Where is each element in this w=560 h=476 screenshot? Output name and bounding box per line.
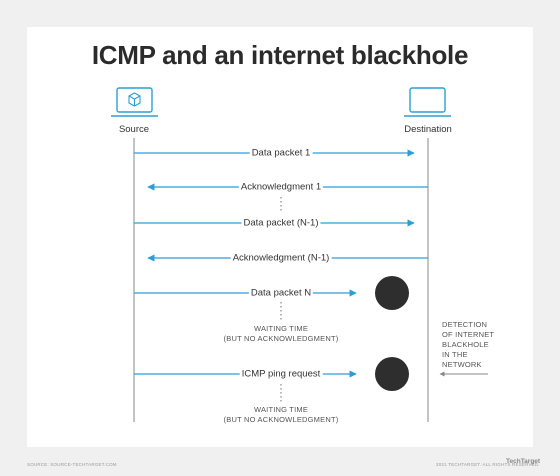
message-label-data-packet-n: Data packet N (248, 287, 314, 299)
detection-line2: OF INTERNET (442, 330, 495, 339)
waiting-time-1-line1: WAITING TIME (253, 324, 309, 333)
detection-line4: IN THE (442, 350, 468, 359)
message-label-acknowledgment-n-minus-1: Acknowledgment (N-1) (230, 252, 332, 264)
waiting-time-1-line2: (BUT NO ACKNOWLEDGMENT) (223, 334, 339, 343)
waiting-time-note-2: WAITING TIME (BUT NO ACKNOWLEDGMENT) (191, 405, 371, 425)
waiting-time-2-line1: WAITING TIME (253, 405, 309, 414)
diagram-title: ICMP and an internet blackhole (91, 40, 469, 70)
techtarget-logo: TechTarget (506, 458, 541, 465)
message-label-acknowledgment-1: Acknowledgment 1 (238, 181, 324, 193)
detection-note: DETECTION OF INTERNET BLACKHOLE IN THE N… (442, 320, 512, 370)
detection-line5: NETWORK (442, 360, 482, 369)
source-label: Source (118, 124, 150, 135)
message-label-icmp-ping-request: ICMP ping request (239, 368, 323, 380)
destination-computer-icon (404, 87, 451, 117)
source-computer-icon (111, 87, 158, 117)
destination-label: Destination (404, 124, 452, 135)
waiting-time-2-line2: (BUT NO ACKNOWLEDGMENT) (223, 415, 339, 424)
message-label-data-packet-1: Data packet 1 (249, 147, 313, 159)
detection-line1: DETECTION (442, 320, 488, 329)
footer-copyright: 2021 TECHTARGET. ALL RIGHTS RESERVED. (436, 462, 540, 467)
blackhole-circle-2 (375, 357, 409, 391)
blackhole-circle-1 (375, 276, 409, 310)
waiting-time-note-1: WAITING TIME (BUT NO ACKNOWLEDGMENT) (191, 324, 371, 344)
detection-line3: BLACKHOLE (442, 340, 489, 349)
message-label-data-packet-n-minus-1: Data packet (N-1) (241, 217, 321, 229)
footer-source: SOURCE: SOURCE-TECHTARGET.COM (27, 462, 117, 467)
